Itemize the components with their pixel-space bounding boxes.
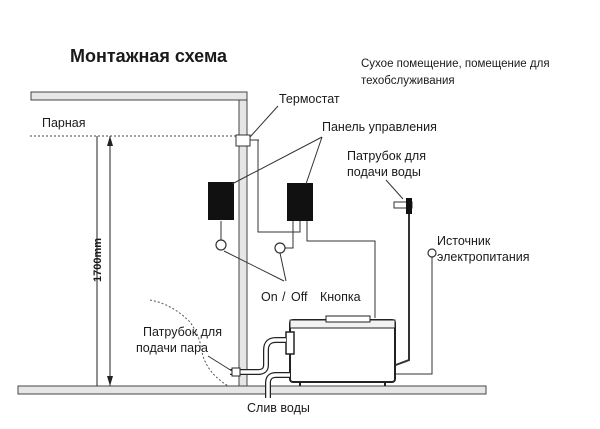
- button-left: [215, 239, 227, 251]
- sauna-label: Парная: [42, 116, 86, 130]
- thermostat-leader: [249, 105, 279, 138]
- water-inlet-valve: [393, 198, 413, 214]
- steam-pipe: [230, 337, 286, 377]
- control-panel-right: [287, 183, 313, 221]
- floor: [17, 385, 487, 395]
- power-label-line1: Источник: [437, 234, 491, 248]
- water-pipe: [392, 214, 410, 367]
- steam-outlet-label-line2: подачи пара: [136, 341, 208, 355]
- power-socket: [427, 248, 437, 258]
- control-panel-leader-right: [305, 136, 323, 185]
- drain-pipe: [265, 372, 290, 398]
- dry-room-note-line1: Сухое помещение, помещение для: [361, 58, 550, 70]
- thermostat-cable: [257, 140, 301, 233]
- control-panel-label: Панель управления: [322, 120, 437, 134]
- button-right: [274, 242, 286, 254]
- thermostat-label: Термостат: [279, 92, 340, 106]
- button-on-label: On: [261, 290, 278, 304]
- water-inlet-leader: [385, 179, 404, 200]
- button-word-label: Кнопка: [320, 290, 361, 304]
- steam-generator: [285, 315, 396, 386]
- height-dimension: [96, 136, 113, 386]
- thermostat: [235, 134, 259, 147]
- water-inlet-label-line1: Патрубок для: [347, 149, 426, 163]
- control-panel-left: [208, 182, 234, 220]
- power-label-line2: электропитания: [437, 250, 530, 264]
- height-label: 1700mm: [92, 238, 104, 282]
- dry-room-note-line2: техобслуживания: [361, 75, 455, 87]
- power-cable: [393, 257, 433, 375]
- panel-cable: [306, 221, 376, 318]
- button-off-label: Off: [291, 290, 308, 304]
- button-right-wire: [285, 221, 294, 249]
- drain-label: Слив воды: [247, 401, 310, 415]
- diagram-title: Монтажная схема: [70, 46, 228, 66]
- water-inlet-label-line2: подачи воды: [347, 165, 421, 179]
- control-panel-leader-left: [231, 136, 323, 185]
- steam-outlet-label-line1: Патрубок для: [143, 325, 222, 339]
- button-separator: /: [282, 290, 286, 304]
- button-leader-right: [279, 252, 287, 282]
- button-leader-left: [223, 250, 285, 282]
- ceiling: [30, 91, 248, 101]
- steam-outlet-leader: [207, 355, 233, 372]
